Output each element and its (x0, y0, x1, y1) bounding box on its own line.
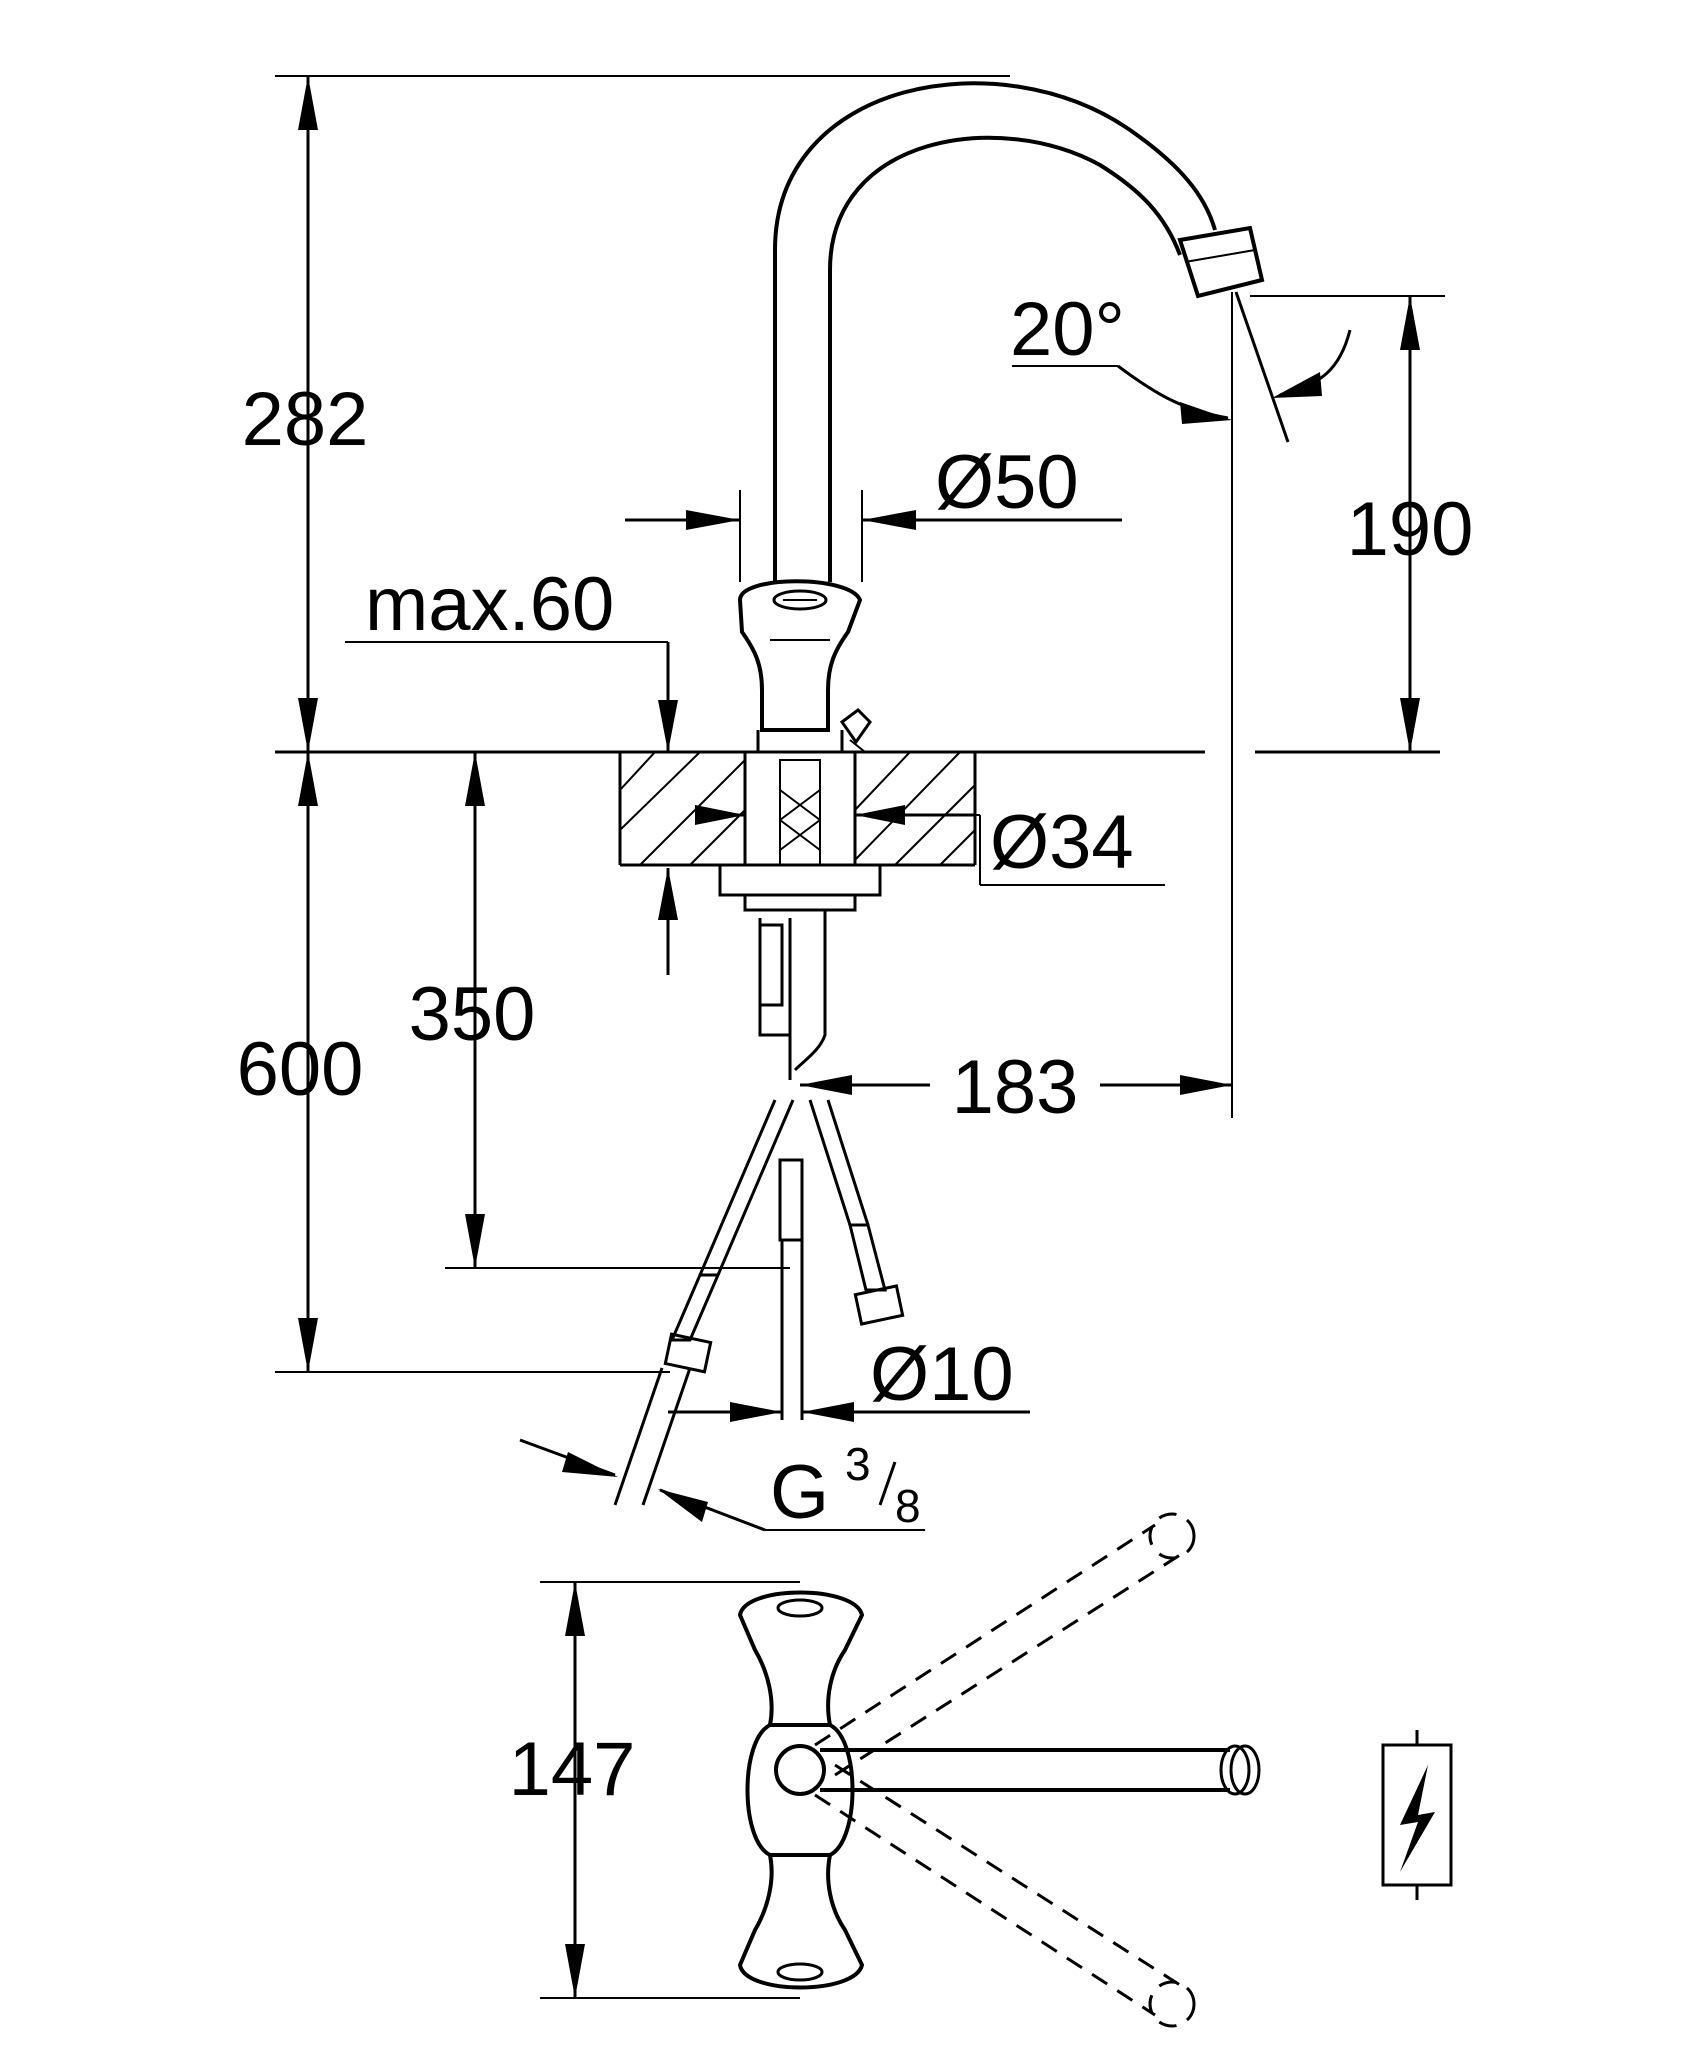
dimension-diameter-50: Ø50 (625, 440, 1122, 582)
spout-base-circle (774, 1744, 826, 1796)
dimension-diameter-10: Ø10 (668, 1332, 1030, 1422)
thread-numerator: 3 (845, 1438, 871, 1490)
dim-350-label: 350 (409, 972, 536, 1057)
countertop-section (618, 750, 977, 912)
plan-view: 147 (509, 1512, 1261, 2028)
hoses (613, 910, 905, 1506)
mixer-body (737, 579, 872, 754)
dimension-183: 183 (800, 1045, 1232, 1130)
dimension-max-60: max.60 (345, 562, 678, 975)
dim-183-label: 183 (952, 1045, 1079, 1130)
dimension-147: 147 (509, 1581, 800, 1999)
thread-prefix: G (770, 1450, 829, 1535)
dimension-600: 600 (237, 752, 670, 1373)
spout-plan-swivel-down (814, 1763, 1196, 2028)
handle-upper-lobe (737, 1590, 865, 1727)
dimension-20-degrees: 20° (1010, 287, 1352, 1118)
dim-147-label: 147 (509, 1727, 636, 1812)
handle-lower-lobe (737, 1853, 865, 1990)
dim-max60-label: max.60 (365, 562, 614, 647)
dim-282-label: 282 (242, 377, 369, 462)
spout-plan-swivel-up (814, 1512, 1196, 1777)
dim-34-label: Ø34 (990, 800, 1134, 885)
dim-190-label: 190 (1347, 487, 1474, 572)
dim-10-label: Ø10 (870, 1332, 1014, 1417)
dimension-diameter-34: Ø34 (695, 800, 1165, 886)
dimension-thread-g38: G 3 8 (519, 1438, 925, 1535)
dimension-350: 350 (409, 752, 790, 1269)
dimension-282: 282 (242, 76, 369, 752)
spout (773, 81, 1265, 582)
spout-plan-solid (820, 1744, 1261, 1796)
dim-50-label: Ø50 (935, 440, 1079, 525)
dim-600-label: 600 (237, 1027, 364, 1112)
lightning-bolt-icon (1381, 1730, 1453, 1900)
side-view: 282 600 350 (237, 75, 1474, 1535)
angle-20-label: 20° (1010, 287, 1125, 372)
thread-denominator: 8 (895, 1480, 921, 1532)
dimension-190: 190 (1250, 295, 1474, 752)
